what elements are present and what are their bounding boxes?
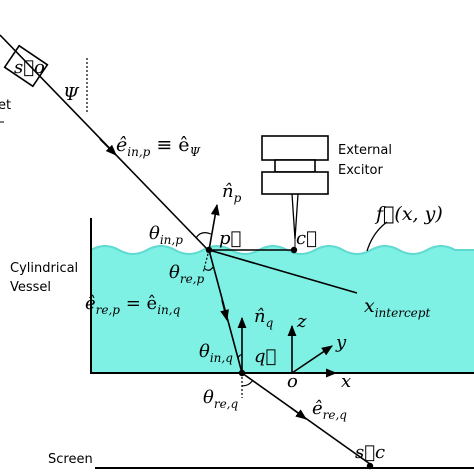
source-label: s⃗o: [14, 57, 45, 78]
sc-vec-label: s⃗c: [355, 442, 385, 463]
p-vec-label: p⃗: [219, 228, 241, 249]
theta-re-p-arc: [203, 266, 214, 271]
theta-re-q-label: θre,q: [203, 387, 238, 411]
q-vec-label: q⃗: [254, 346, 276, 367]
y-axis-arrow: [291, 345, 333, 374]
water-region: [91, 246, 474, 373]
theta-in-q-arc: [237, 354, 243, 359]
intercept-line: [208, 249, 358, 294]
n-p-label: n̂p: [222, 181, 242, 205]
theta-re-p-label: θre,p: [169, 262, 204, 286]
point-c: [290, 246, 298, 254]
e-re-q-label: êre,q: [312, 398, 347, 422]
e-re-p-label: êre,p = êin,q: [85, 293, 181, 317]
excitor-label-line1: External: [338, 143, 392, 158]
normal-p-arrow: [208, 203, 220, 251]
theta-re-q-arc: [241, 379, 254, 387]
e-in-p-label: êin,p ≡ êΨ: [116, 134, 201, 159]
external-excitor: [261, 135, 329, 250]
n-q-label: n̂q: [254, 306, 274, 330]
exit-arrow: [289, 406, 307, 420]
x-axis-label: x: [341, 371, 351, 392]
theta-in-p-arc: [195, 232, 212, 239]
vessel-label-line2: Vessel: [10, 280, 51, 295]
origin-label: o: [287, 371, 298, 392]
z-axis-label: z: [296, 311, 307, 332]
vessel-label-line1: Cylindrical: [10, 261, 78, 276]
psi-label: Ψ: [63, 84, 80, 105]
excitor-label-line2: Excitor: [338, 163, 383, 178]
f-xy-leader: [366, 221, 388, 252]
point-sc: [366, 462, 374, 470]
incident-arrow: [99, 138, 117, 156]
y-axis-label: y: [335, 332, 347, 353]
partial-left-text: et: [0, 98, 11, 113]
water-surface: [90, 245, 474, 255]
f-xy-label: f⃗(x, y): [374, 203, 443, 225]
refracted-arrow: [220, 299, 229, 322]
theta-in-q-label: θin,q: [199, 341, 233, 365]
c-vec-label: c⃗: [296, 228, 317, 249]
theta-in-p-label: θin,p: [149, 223, 183, 247]
screen-label: Screen: [48, 452, 93, 467]
x-intercept-label: xintercept: [364, 295, 430, 320]
